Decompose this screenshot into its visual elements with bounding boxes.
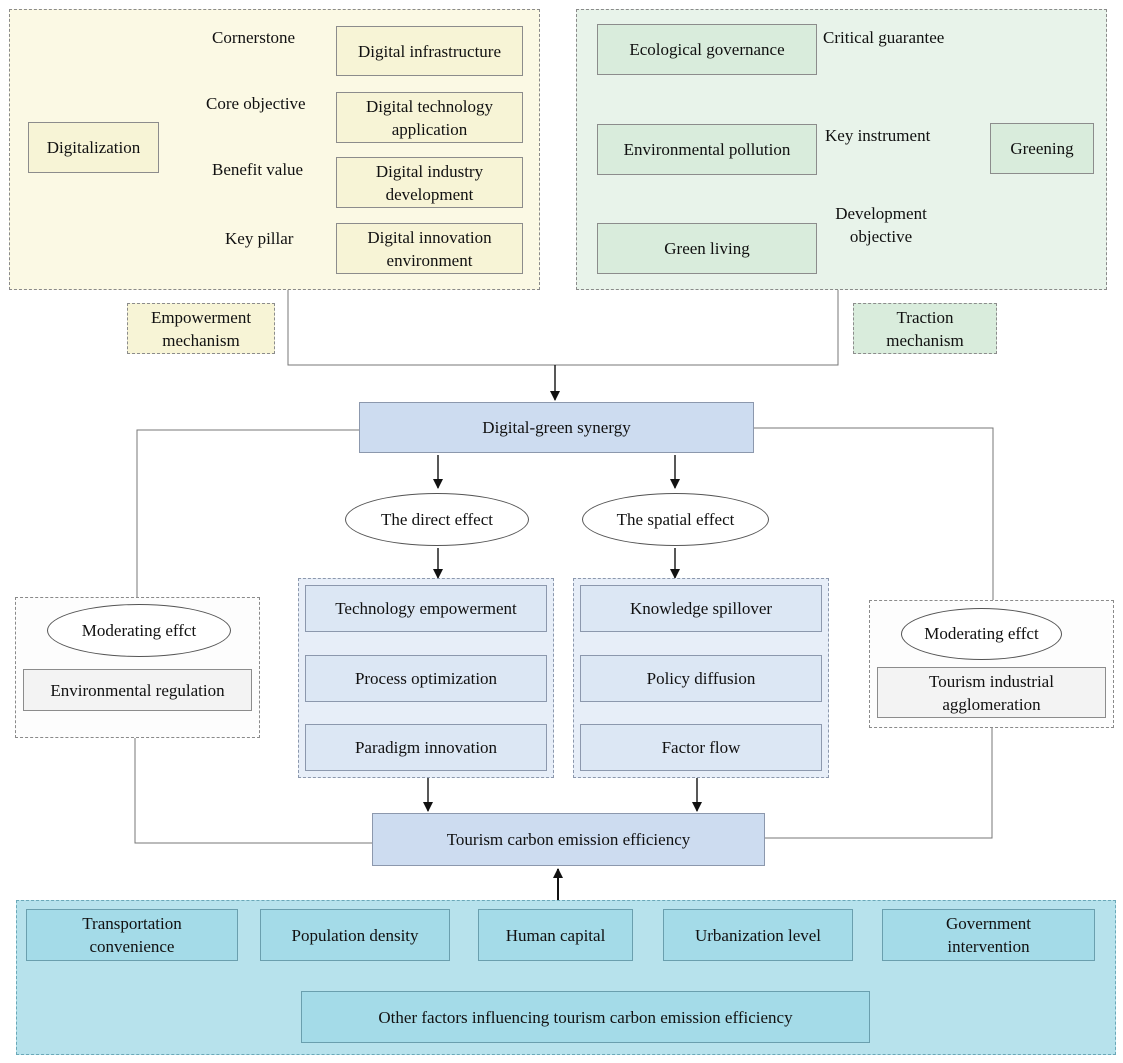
tourism-carbon-emission-efficiency-box: Tourism carbon emission efficiency [372,813,765,866]
population-density-box: Population density [260,909,450,961]
paradigm-innovation-box: Paradigm innovation [305,724,547,771]
technology-empowerment-box: Technology empowerment [305,585,547,632]
digital-industry-development-box: Digital industry development [336,157,523,208]
transportation-convenience-box: Transportation convenience [26,909,238,961]
digital-technology-application-box: Digital technology application [336,92,523,143]
spatial-effect-ellipse: The spatial effect [582,493,769,546]
left-moderating-effect-ellipse: Moderating effct [47,604,231,657]
knowledge-spillover-box: Knowledge spillover [580,585,822,632]
relation-critical-guarantee: Critical guarantee [823,28,945,47]
relation-core-objective: Core objective [206,94,306,113]
traction-mechanism-label: Traction mechanism [853,303,997,354]
ecological-governance-box: Ecological governance [597,24,817,75]
human-capital-box: Human capital [478,909,633,961]
digital-innovation-environment-box: Digital innovation environment [336,223,523,274]
relation-key-pillar: Key pillar [225,229,294,248]
green-living-box: Green living [597,223,817,274]
empowerment-mechanism-label: Empowerment mechanism [127,303,275,354]
factor-flow-box: Factor flow [580,724,822,771]
right-moderating-effect-ellipse: Moderating effct [901,608,1062,660]
other-factors-box: Other factors influencing tourism carbon… [301,991,870,1043]
digitalization-node: Digitalization [28,122,159,173]
digital-green-synergy-box: Digital-green synergy [359,402,754,453]
relation-cornerstone: Cornerstone [212,28,296,47]
policy-diffusion-box: Policy diffusion [580,655,822,702]
relation-development-objective: Development objective [835,204,927,246]
relation-benefit-value: Benefit value [212,160,304,179]
process-optimization-box: Process optimization [305,655,547,702]
urbanization-level-box: Urbanization level [663,909,853,961]
tourism-industrial-agglomeration-box: Tourism industrial agglomeration [877,667,1106,718]
environmental-regulation-box: Environmental regulation [23,669,252,711]
direct-effect-ellipse: The direct effect [345,493,529,546]
greening-node: Greening [990,123,1094,174]
digital-infrastructure-box: Digital infrastructure [336,26,523,76]
relation-key-instrument: Key instrument [825,126,931,145]
environmental-pollution-box: Environmental pollution [597,124,817,175]
government-intervention-box: Government intervention [882,909,1095,961]
